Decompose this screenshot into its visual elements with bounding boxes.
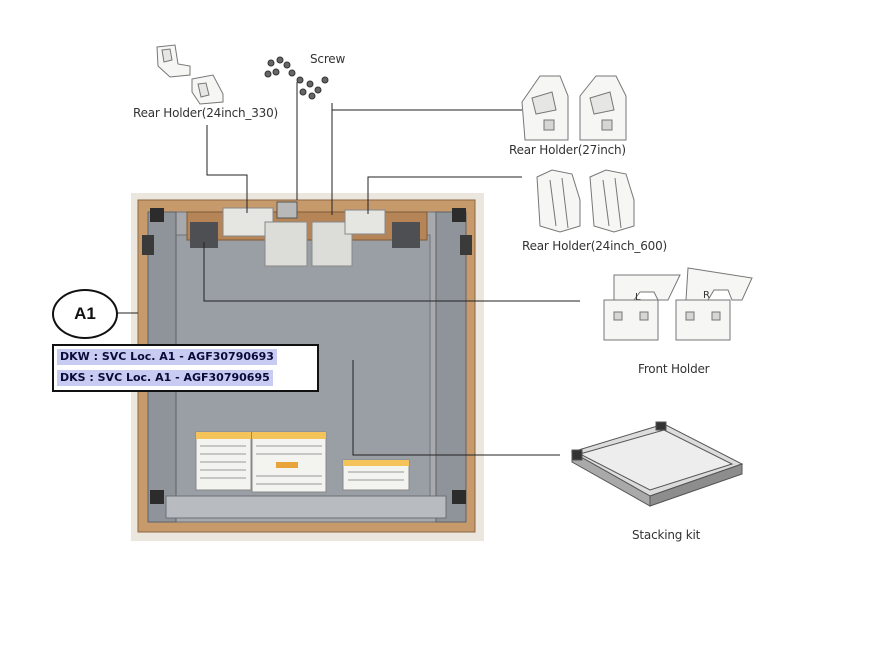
- rear-holder-24-330-illustration: [157, 45, 223, 104]
- front-holder-right-mark: R: [703, 290, 710, 301]
- front-holder-left-mark: L: [635, 292, 641, 303]
- rear-holder-27-illustration: [522, 76, 626, 140]
- front-holder-illustration: [604, 268, 752, 340]
- rear-holder-27-label: Rear Holder(27inch): [509, 143, 626, 157]
- part-number-dks: DKS : SVC Loc. A1 - AGF30790695: [57, 370, 273, 386]
- rear-holder-24-600-illustration: [537, 170, 634, 232]
- stacking-kit-label: Stacking kit: [632, 528, 700, 542]
- stacking-kit-illustration: [572, 422, 742, 506]
- front-holder-label: Front Holder: [638, 362, 709, 376]
- part-number-callout: DKW : SVC Loc. A1 - AGF30790693 DKS : SV…: [52, 344, 319, 392]
- screw-label: Screw: [310, 52, 345, 66]
- rear-holder-24-330-label: Rear Holder(24inch_330): [133, 106, 278, 120]
- location-badge: A1: [52, 289, 118, 339]
- part-number-dkw: DKW : SVC Loc. A1 - AGF30790693: [57, 349, 277, 365]
- rear-holder-24-600-label: Rear Holder(24inch_600): [522, 239, 667, 253]
